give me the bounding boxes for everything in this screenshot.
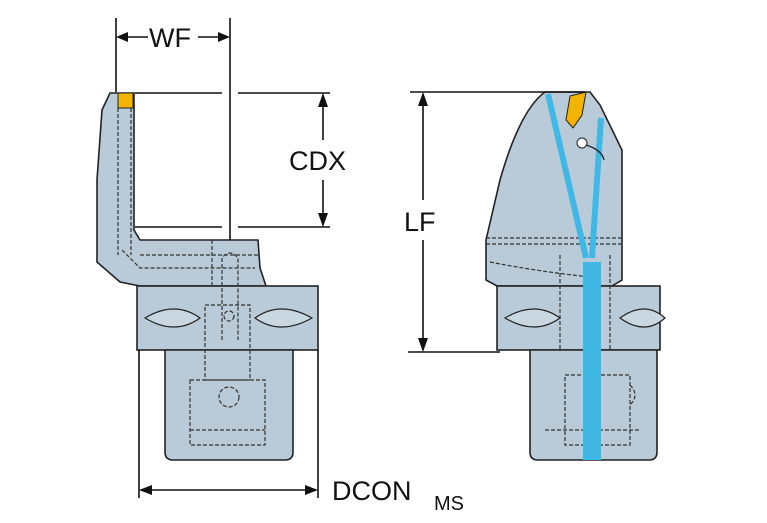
clamp-slot-left — [143, 308, 202, 328]
coolant-channels-diagonal — [545, 93, 604, 259]
dimension-lines — [115, 18, 585, 498]
shank-left — [164, 349, 294, 461]
cdx-label: CDX — [289, 146, 346, 176]
wf-label: WF — [149, 23, 191, 53]
tool-head-left — [96, 92, 268, 287]
clamp-slot-side-left — [503, 308, 562, 328]
clamp-slot-right — [253, 308, 314, 328]
front-view — [96, 92, 319, 461]
lf-label: LF — [404, 207, 436, 237]
side-view — [485, 91, 666, 461]
insert-left — [117, 92, 134, 109]
clamp-slot-side-right — [618, 308, 666, 328]
dcon-label: DCON — [332, 476, 412, 506]
dcon-subscript: MS — [434, 493, 464, 515]
screw-hole — [576, 137, 588, 149]
